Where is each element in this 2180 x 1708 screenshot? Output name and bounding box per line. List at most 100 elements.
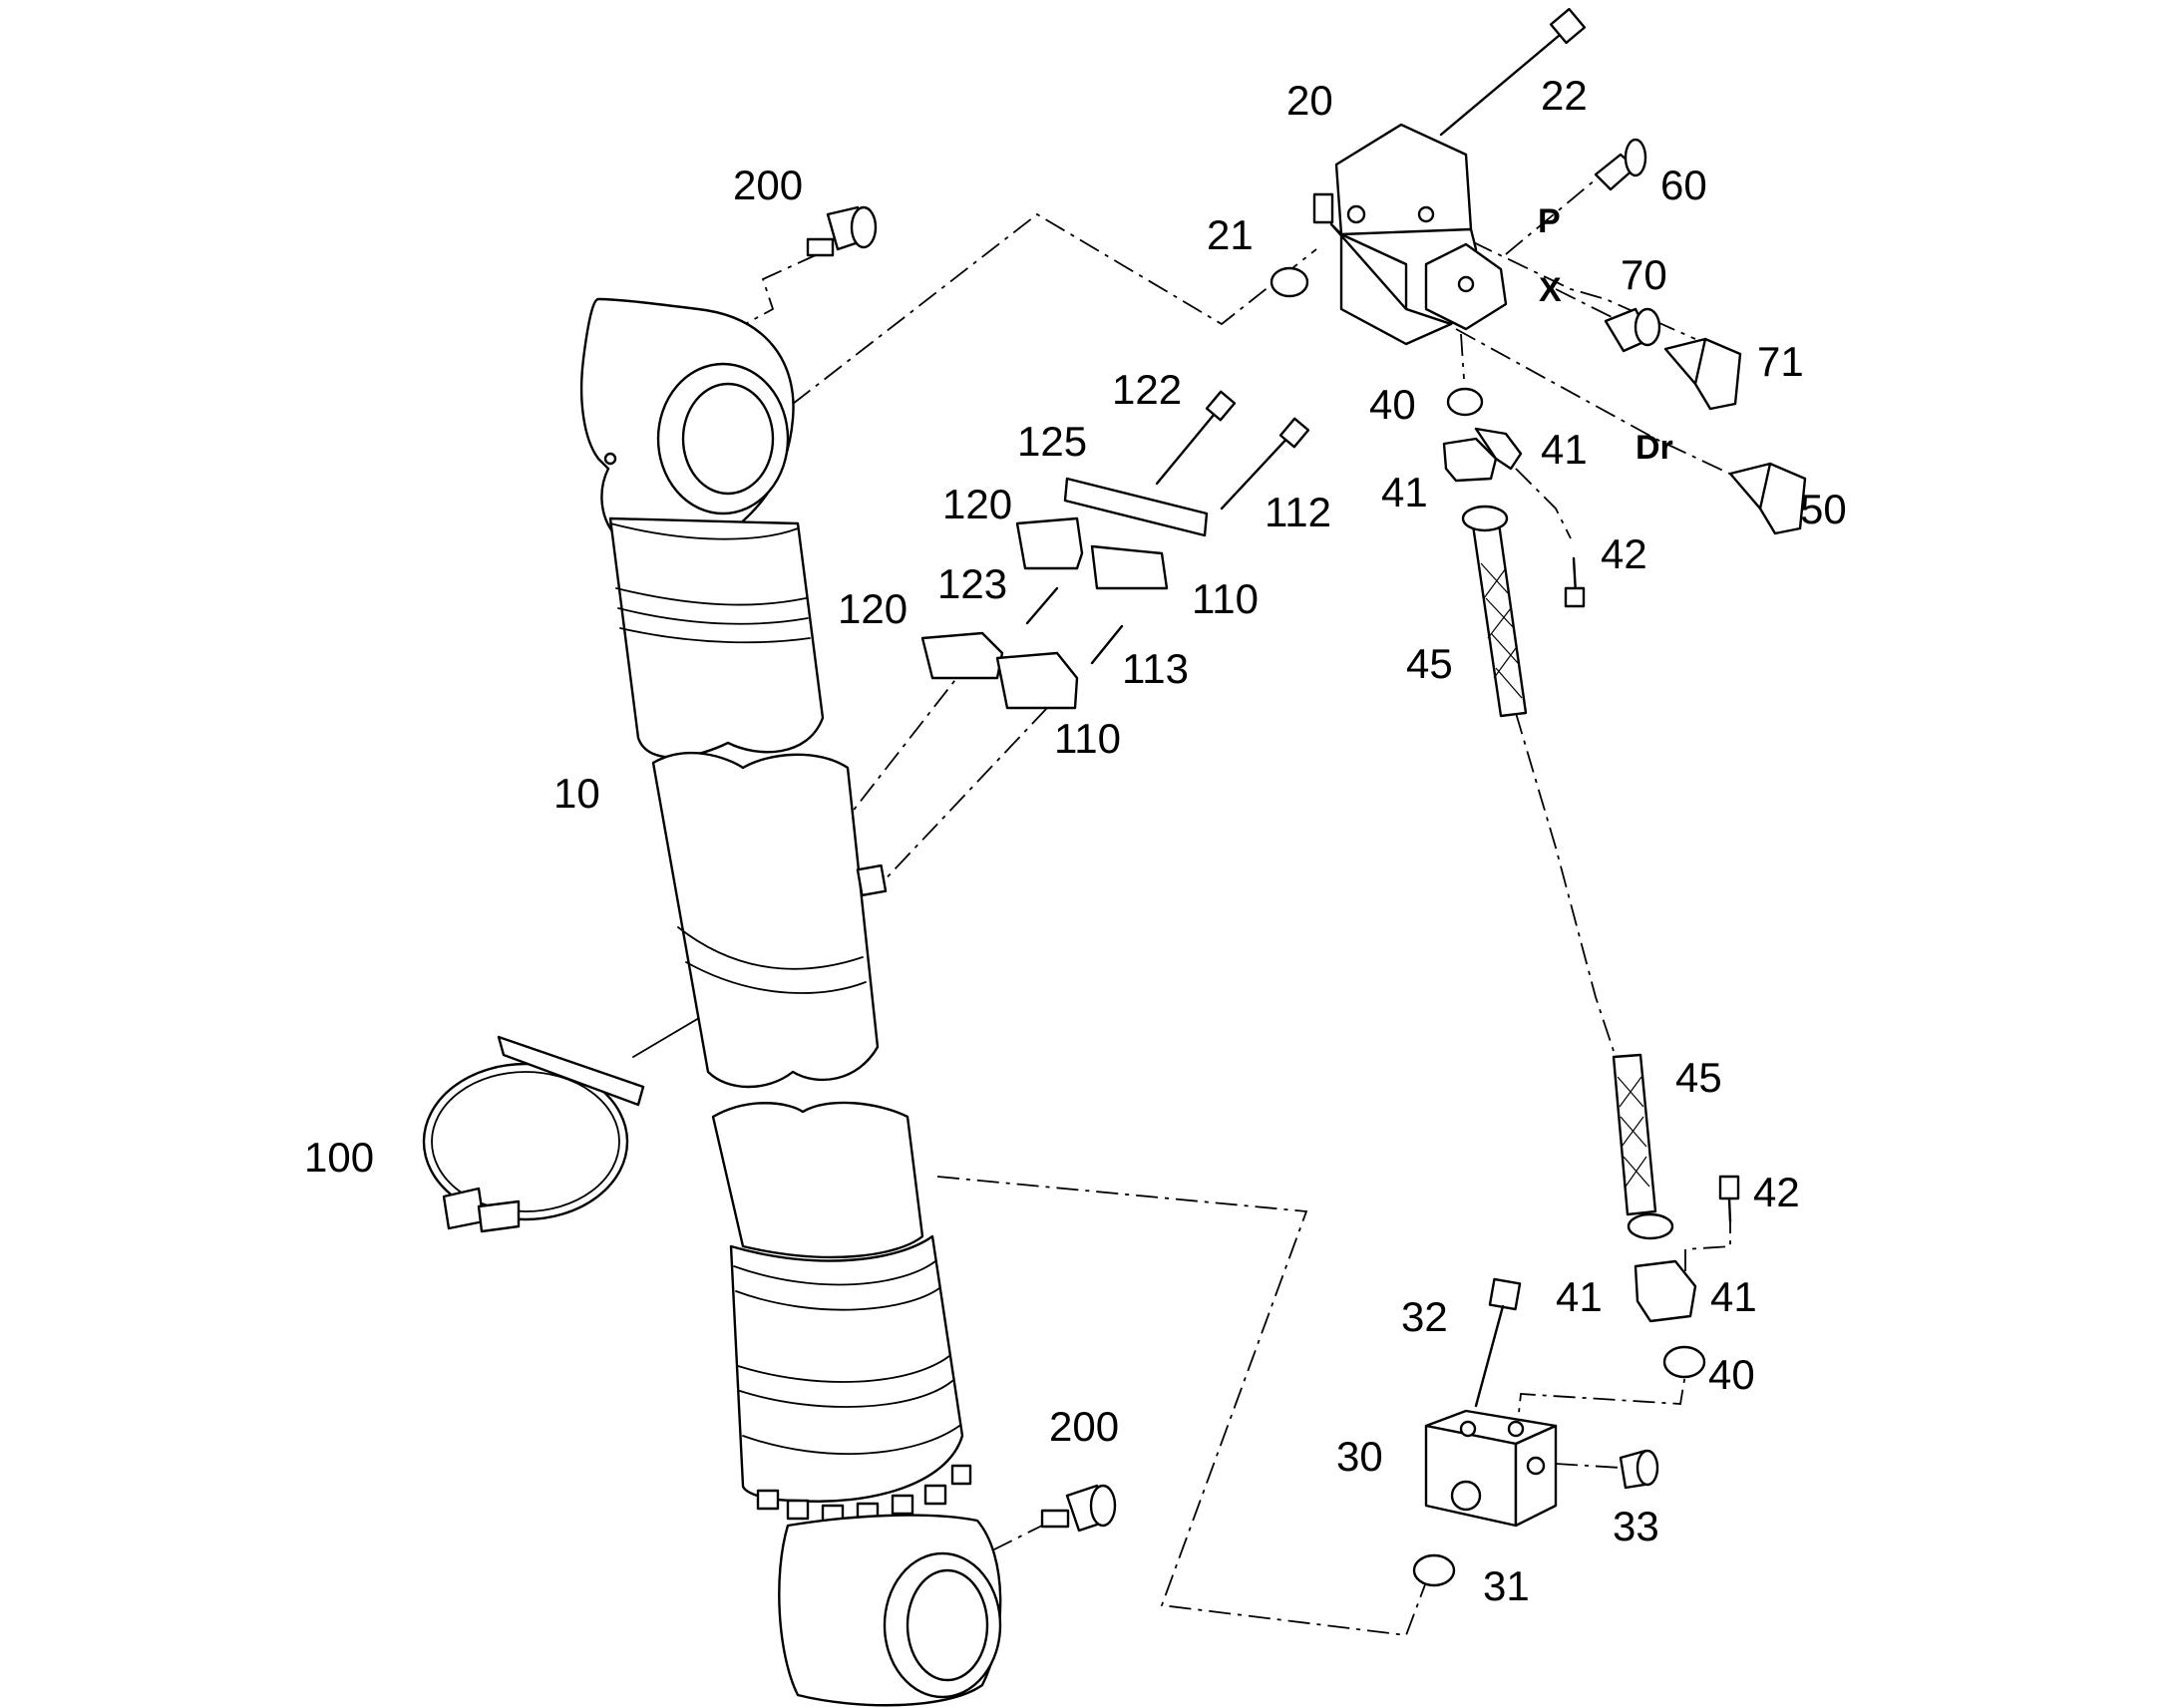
valve-port-hole bbox=[1346, 204, 1366, 224]
line-200-upper bbox=[735, 253, 819, 330]
clamp-buckle-left bbox=[442, 1187, 486, 1230]
line-40-upper bbox=[1460, 333, 1465, 380]
line-lower-cylinder-to-block bbox=[936, 1176, 1437, 1636]
hose-braid bbox=[1617, 1076, 1650, 1188]
gland-ring-3 bbox=[737, 1355, 950, 1383]
label-122: 122 bbox=[1112, 366, 1182, 413]
label-120-lower: 120 bbox=[838, 585, 908, 632]
head-bolt bbox=[786, 1499, 810, 1521]
label-112: 112 bbox=[1265, 489, 1331, 535]
screw-42-upper bbox=[1564, 556, 1586, 608]
grease-fitting-200-upper bbox=[806, 205, 878, 257]
label-110-lower: 110 bbox=[1054, 715, 1121, 762]
block-hole bbox=[1526, 1456, 1546, 1476]
flange-half bbox=[1442, 437, 1498, 483]
clamp-buckle-right bbox=[477, 1199, 521, 1233]
fitting-nipple bbox=[806, 237, 835, 257]
label-42-upper: 42 bbox=[1601, 530, 1647, 577]
line-block-ports bbox=[1435, 223, 1696, 340]
fitting-cap bbox=[850, 205, 878, 249]
label-123: 123 bbox=[937, 560, 1007, 607]
clamp-half-110-lower bbox=[995, 651, 1079, 710]
plug-33 bbox=[1619, 1449, 1659, 1490]
bolt-head bbox=[1205, 390, 1237, 422]
tube-band-strap bbox=[685, 961, 867, 994]
part-labels: 10 20 21 22 30 31 32 33 40 40 41 41 41 4… bbox=[304, 72, 1847, 1609]
line-clamp-upper bbox=[847, 657, 973, 819]
manifold-block-30 bbox=[1424, 1409, 1558, 1528]
hose-45-upper bbox=[1461, 505, 1528, 718]
flange-half bbox=[1474, 427, 1523, 471]
clamp-band-inner bbox=[431, 1071, 620, 1212]
line-clamp-lower bbox=[877, 707, 1048, 888]
hose-flange bbox=[1461, 505, 1509, 532]
gland-ring-1 bbox=[733, 1260, 936, 1286]
line-200-lower bbox=[991, 1525, 1043, 1551]
spacer-113 bbox=[1090, 624, 1124, 665]
clamp-half-120-upper bbox=[1015, 516, 1084, 570]
o-ring-31 bbox=[1412, 1553, 1456, 1587]
label-60: 60 bbox=[1660, 162, 1707, 208]
elbow-fitting-50 bbox=[1728, 462, 1807, 535]
hose-braid bbox=[1480, 562, 1523, 699]
o-ring-21 bbox=[1270, 266, 1309, 298]
valve-block-body bbox=[1329, 222, 1453, 346]
label-120-upper: 120 bbox=[942, 481, 1012, 527]
fitting-cap bbox=[1634, 307, 1661, 347]
hose-flange bbox=[1627, 1212, 1674, 1240]
block-hole bbox=[1507, 1420, 1525, 1438]
split-flange-41-lower bbox=[1634, 1259, 1697, 1323]
block-port bbox=[1450, 1480, 1482, 1512]
line-33 bbox=[1555, 1463, 1622, 1469]
fitting-cap bbox=[1089, 1484, 1117, 1528]
label-200-lower: 200 bbox=[1049, 1403, 1119, 1450]
sleeve-groove-2 bbox=[617, 607, 809, 625]
cylinder-tube-lower bbox=[711, 1101, 924, 1259]
label-33: 33 bbox=[1613, 1503, 1659, 1549]
o-ring-40-lower bbox=[1662, 1345, 1706, 1379]
block-front bbox=[1424, 1424, 1518, 1528]
cover-plate-125 bbox=[1063, 477, 1209, 537]
grease-fitting-hole bbox=[603, 452, 617, 466]
line-dr-port bbox=[1455, 328, 1741, 480]
bolt-shank bbox=[1220, 432, 1293, 511]
assembly-lines bbox=[632, 178, 1741, 1636]
bolt-112 bbox=[1220, 417, 1310, 511]
lower-eye-bore bbox=[906, 1568, 989, 1682]
elbow-nut bbox=[1693, 337, 1742, 411]
bolt-22 bbox=[1439, 7, 1587, 137]
flange-half bbox=[1634, 1259, 1697, 1323]
label-45-upper: 45 bbox=[1406, 640, 1453, 687]
clamp-half-120-lower bbox=[920, 631, 1004, 680]
hydraulic-cylinder bbox=[579, 297, 1002, 1707]
bolt-122 bbox=[1155, 390, 1237, 486]
elbow-nut bbox=[1758, 462, 1807, 535]
port-labels: P X Dr bbox=[1538, 202, 1673, 467]
head-bolt bbox=[923, 1484, 947, 1506]
line-x-port bbox=[1555, 288, 1617, 320]
plug-cap bbox=[1635, 1449, 1659, 1487]
bolt-shank bbox=[1439, 28, 1568, 137]
hose-clamp-100 bbox=[422, 1035, 645, 1233]
fitting-cap bbox=[1624, 138, 1647, 177]
screw-head bbox=[1564, 586, 1586, 608]
line-p-port bbox=[1505, 178, 1597, 255]
pipe-clamp-group bbox=[920, 390, 1310, 710]
hose-sleeve bbox=[1470, 514, 1528, 718]
cylinder-upper-sleeve bbox=[608, 516, 825, 759]
clamp-half-110-upper bbox=[1090, 544, 1169, 590]
label-100: 100 bbox=[304, 1134, 374, 1181]
fitting-nipple bbox=[1040, 1509, 1070, 1529]
label-22: 22 bbox=[1541, 72, 1588, 119]
label-70: 70 bbox=[1621, 251, 1667, 298]
gland-ring-5 bbox=[742, 1425, 960, 1455]
label-200-upper: 200 bbox=[733, 162, 803, 208]
label-113: 113 bbox=[1122, 645, 1189, 692]
split-flange-41-upper bbox=[1442, 427, 1523, 483]
bolt-head bbox=[1488, 1277, 1522, 1311]
valve-port-hole bbox=[1457, 275, 1475, 293]
label-41-lower-right: 41 bbox=[1710, 1273, 1757, 1320]
label-110-upper: 110 bbox=[1192, 575, 1259, 622]
label-40-lower: 40 bbox=[1708, 1351, 1755, 1398]
